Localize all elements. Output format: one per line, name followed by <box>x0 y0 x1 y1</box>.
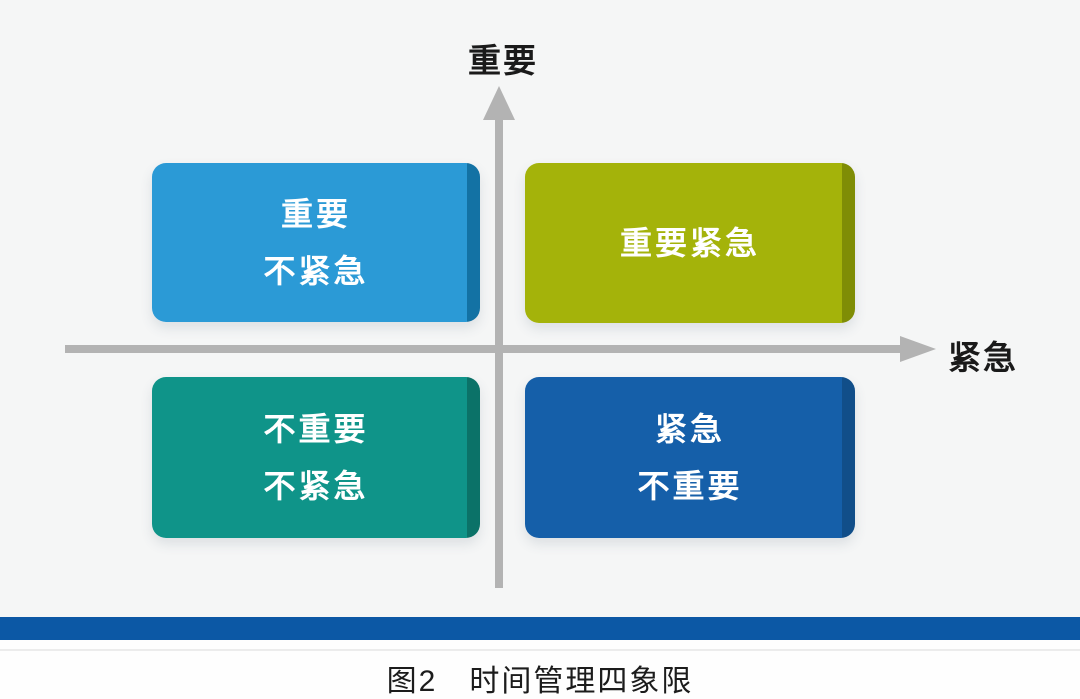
quadrant-label-line: 重要 <box>280 195 351 232</box>
quadrant-important-urgent: 重要紧急 <box>525 163 855 323</box>
quadrant-important-not-urgent: 重要 不紧急 <box>152 163 480 322</box>
caption-divider-line <box>0 649 1080 651</box>
quadrant-urgent-not-important: 紧急 不重要 <box>525 377 855 538</box>
bottom-divider-bar <box>0 617 1080 640</box>
quadrant-label-line: 不重要 <box>637 467 743 504</box>
y-axis-label: 重要 <box>468 42 538 79</box>
x-axis-line <box>65 345 903 353</box>
figure-title: 时间管理四象限 <box>469 665 694 698</box>
right-arrow-icon <box>900 336 936 362</box>
caption-area: 图2 时间管理四象限 <box>0 640 1080 699</box>
figure-number: 图2 <box>386 665 438 698</box>
quadrant-not-important-not-urgent: 不重要 不紧急 <box>152 377 480 538</box>
quadrant-label-line: 不紧急 <box>263 252 369 289</box>
x-axis-label: 紧急 <box>948 339 1018 376</box>
quadrant-label-line: 不紧急 <box>263 467 369 504</box>
quadrant-label-line: 紧急 <box>654 410 725 447</box>
up-arrow-icon <box>483 86 515 120</box>
quadrant-label-line: 重要紧急 <box>619 224 760 261</box>
quadrant-label-line: 不重要 <box>263 410 369 447</box>
figure-caption: 图2 时间管理四象限 <box>0 656 1080 699</box>
